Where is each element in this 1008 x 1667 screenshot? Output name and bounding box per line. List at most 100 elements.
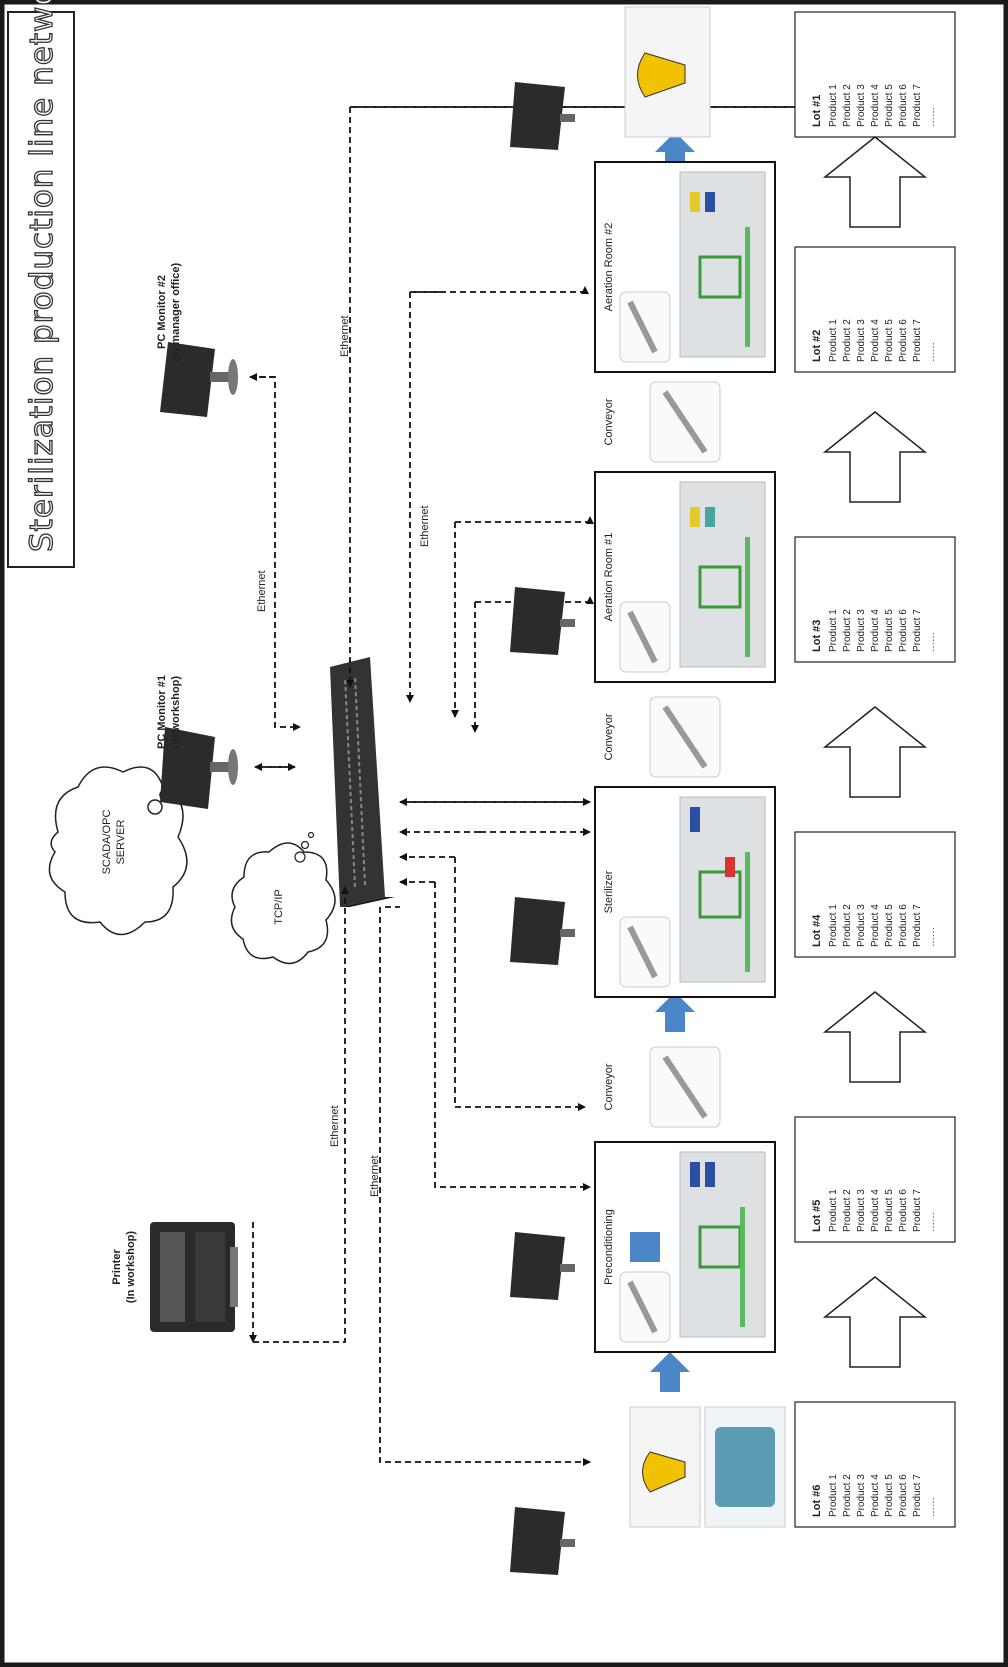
lot-box-2: Lot #2 Product 1 Product 2 Product 3 Pro… [794,246,956,373]
station-label: Sterilizer [603,870,615,913]
diagram-title: Sterilization production line network [24,0,60,552]
thought-bubble [307,831,315,839]
pc-monitor-2-location: (In manager office) [170,262,182,361]
switch-icon [330,657,395,907]
lot-item: Product 1 [828,84,839,127]
lot-item: Product 4 [870,904,881,947]
thought-bubble [300,840,310,850]
conveyor-3: Conveyor [603,381,721,463]
lot6-station [629,1406,786,1528]
lot-item: Product 4 [870,319,881,362]
lots-row: Lot #6 Product 1 Product 2 Product 3 Pro… [794,11,956,1528]
thought-bubble [147,799,163,815]
printer-location: (In workshop) [125,1231,137,1303]
hmi-panel [679,171,766,358]
lot-item: Product 2 [842,1189,853,1232]
pc-monitor-2-label: PC Monitor #2 [156,275,168,349]
monitor-icon [510,1232,575,1300]
pc-monitor-1-location: (In workshop) [170,676,182,748]
lot-item: …… [926,927,937,947]
ethernet-label-aeration: Ethernet [419,505,431,547]
lot-name: Lot #6 [811,1485,823,1517]
lot-item: …… [926,1212,937,1232]
pc-monitor-1-label: PC Monitor #1 [156,675,168,749]
lot-item: Product 5 [884,1189,895,1232]
lot-item: Product 2 [842,1474,853,1517]
lot-item: Product 1 [828,609,839,652]
monitor-icon [510,82,575,150]
ethernet-label-printer: Ethernet [329,1105,341,1147]
lot-box-1: Lot #1 Product 1 Product 2 Product 3 Pro… [794,11,956,138]
lot-item: Product 1 [828,1474,839,1517]
lot-item: Product 6 [898,84,909,127]
ethernet-label-monitor2: Ethernet [256,570,268,612]
lot-name: Lot #3 [811,620,823,652]
lot-item: Product 3 [856,609,867,652]
ethernet-label-barcode: Ethernet [339,315,351,357]
lot-name: Lot #4 [811,914,823,947]
conveyor-2: Conveyor [603,696,721,778]
lot-item: …… [926,1497,937,1517]
station-label: Conveyor [603,398,615,445]
lot-item: Product 2 [842,84,853,127]
ethernet-label-lot6: Ethernet [369,1155,381,1197]
lot-box-6: Lot #6 Product 1 Product 2 Product 3 Pro… [794,1401,956,1528]
lot-item: Product 1 [828,319,839,362]
sterilizer-room: Sterilizer [594,786,776,998]
lot-item: Product 3 [856,1189,867,1232]
station-label: Conveyor [603,713,615,760]
hmi-panel [679,481,766,668]
lot-item: …… [926,342,937,362]
printer: Printer (In workshop) [111,1222,238,1332]
lot-item: Product 5 [884,319,895,362]
lot1-scanner [624,6,711,138]
lot-item: Product 3 [856,84,867,127]
aeration-room-2: Aeration Room #2 [594,161,776,373]
lot-item: Product 5 [884,1474,895,1517]
lot-item: Product 2 [842,904,853,947]
lot-item: Product 7 [912,1474,923,1517]
conveyor-1: Conveyor [603,1046,721,1128]
hmi-panel [679,796,766,983]
monitor-icon [510,587,575,655]
preconditioning-room: Preconditioning [594,1141,776,1353]
lot-name: Lot #5 [811,1200,823,1232]
monitor-icon [510,1507,575,1575]
monitor-icon [160,727,238,809]
lot-item: Product 7 [912,319,923,362]
lot-item: Product 4 [870,1189,881,1232]
station-label: Conveyor [603,1063,615,1110]
lot-item: Product 7 [912,84,923,127]
lot-item: Product 7 [912,609,923,652]
lot-item: Product 6 [898,319,909,362]
lot-item: Product 4 [870,609,881,652]
lot-item: Product 5 [884,904,895,947]
lot-item: …… [926,107,937,127]
monitor-icon [160,342,238,417]
tcpip-label: TCP/IP [273,889,285,924]
lot-item: Product 2 [842,609,853,652]
lot-item: Product 4 [870,84,881,127]
lot-box-5: Lot #5 Product 1 Product 2 Product 3 Pro… [794,1116,956,1243]
aeration-room-1: Aeration Room #1 [594,471,776,683]
printer-icon [150,1222,238,1332]
station-monitors [510,82,575,1575]
lot-item: Product 6 [898,1474,909,1517]
lot-item: Product 5 [884,609,895,652]
station-label: Aeration Room #1 [603,533,615,622]
lot-item: Product 6 [898,609,909,652]
lot-item: Product 1 [828,1189,839,1232]
tcpip-cloud: TCP/IP [230,842,336,965]
station-label: Aeration Room #2 [603,223,615,312]
lot-item: …… [926,632,937,652]
lot-box-3: Lot #3 Product 1 Product 2 Product 3 Pro… [794,536,956,663]
lot-item: Product 5 [884,84,895,127]
lot-flow-arrows [822,136,928,1368]
lot-name: Lot #2 [811,330,823,362]
lot-item: Product 6 [898,1189,909,1232]
scada-line1: SCADA/OPC [101,810,113,875]
lot-box-4: Lot #4 Product 1 Product 2 Product 3 Pro… [794,831,956,958]
lot-item: Product 1 [828,904,839,947]
lot-item: Product 4 [870,1474,881,1517]
